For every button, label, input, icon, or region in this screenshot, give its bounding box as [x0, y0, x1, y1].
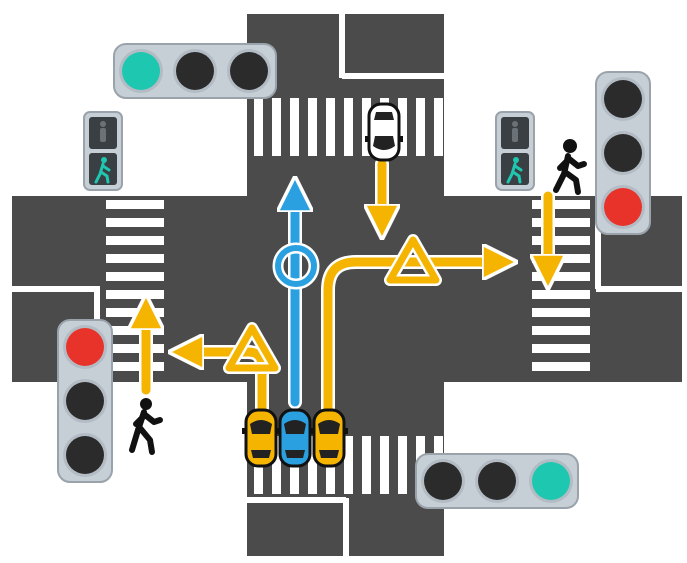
crosswalk-stripe: [532, 200, 590, 209]
red-lamp: [604, 188, 642, 226]
crosswalk-stripe: [254, 98, 263, 156]
crosswalk-stripe: [290, 98, 299, 156]
crosswalk-stripe: [532, 254, 590, 263]
vehicle-signals: [57, 43, 651, 509]
crosswalk-stripe: [532, 326, 590, 335]
pedestrian-signals: [83, 111, 535, 191]
crosswalk-stripe: [106, 218, 164, 227]
pedestrian-signal-top-left: [83, 111, 123, 191]
unlit-lamp: [176, 52, 214, 90]
car-icon: [310, 408, 348, 468]
unlit-lamp: [66, 436, 104, 474]
crosswalk-stripe: [106, 200, 164, 209]
unlit-lamp: [604, 80, 642, 118]
crosswalk-stripe: [344, 98, 353, 156]
crosswalk-stripe: [532, 308, 590, 317]
crosswalk-stripe: [416, 98, 425, 156]
triangle-icon: [223, 322, 281, 374]
crosswalk-stripe: [532, 362, 590, 371]
crosswalk-stripe: [362, 436, 371, 494]
crosswalk-stripe: [272, 436, 281, 494]
crosswalk-stripe: [106, 236, 164, 245]
crosswalk-stripe: [308, 436, 317, 494]
pedestrian-signal-top-right: [495, 111, 535, 191]
crosswalk-stripe: [398, 98, 407, 156]
crosswalk-stripe: [308, 98, 317, 156]
crosswalk-stripe: [106, 272, 164, 281]
red-lamp: [66, 328, 104, 366]
car-icon: [365, 102, 403, 162]
crosswalk-stripe: [380, 436, 389, 494]
crosswalk-stripe: [532, 236, 590, 245]
traffic-light-bottom: [415, 453, 579, 509]
crosswalk-stripe: [106, 308, 164, 317]
crosswalk-stripe: [344, 436, 353, 494]
traffic-light-right: [595, 71, 651, 235]
circle-icon: [272, 242, 320, 290]
crosswalk-stripe: [106, 290, 164, 299]
crosswalk-stripe: [398, 436, 407, 494]
crosswalk-stripe: [532, 290, 590, 299]
green-lamp: [532, 462, 570, 500]
unlit-lamp: [66, 382, 104, 420]
movement-arrows: [146, 157, 548, 415]
unlit-lamp: [604, 134, 642, 172]
traffic-light-left: [57, 319, 113, 483]
pedestrian-icon: [129, 398, 163, 455]
crosswalk-stripe: [362, 98, 371, 156]
crosswalk-stripe: [106, 344, 164, 353]
walk-icon: [506, 157, 523, 184]
crosswalk-stripe: [106, 254, 164, 263]
crosswalk-stripe: [532, 272, 590, 281]
unlit-lamp: [230, 52, 268, 90]
crosswalk-stripe: [106, 326, 164, 335]
triangle-icon: [384, 234, 442, 286]
crosswalk-stripe: [532, 344, 590, 353]
crosswalk-stripe: [434, 98, 443, 156]
cars: [242, 102, 403, 468]
traffic-light-top: [113, 43, 277, 99]
crosswalk-stripe: [326, 98, 335, 156]
unlit-lamp: [424, 462, 462, 500]
car-icon: [242, 408, 280, 468]
unlit-lamp: [478, 462, 516, 500]
crosswalk-stripe: [272, 98, 281, 156]
pedestrian-icon: [553, 139, 587, 195]
walk-icon: [94, 157, 111, 184]
car-icon: [276, 408, 314, 468]
crosswalk-stripe: [106, 362, 164, 371]
green-lamp: [122, 52, 160, 90]
crosswalk-stripe: [532, 218, 590, 227]
right-turn-arrow: [323, 262, 500, 413]
